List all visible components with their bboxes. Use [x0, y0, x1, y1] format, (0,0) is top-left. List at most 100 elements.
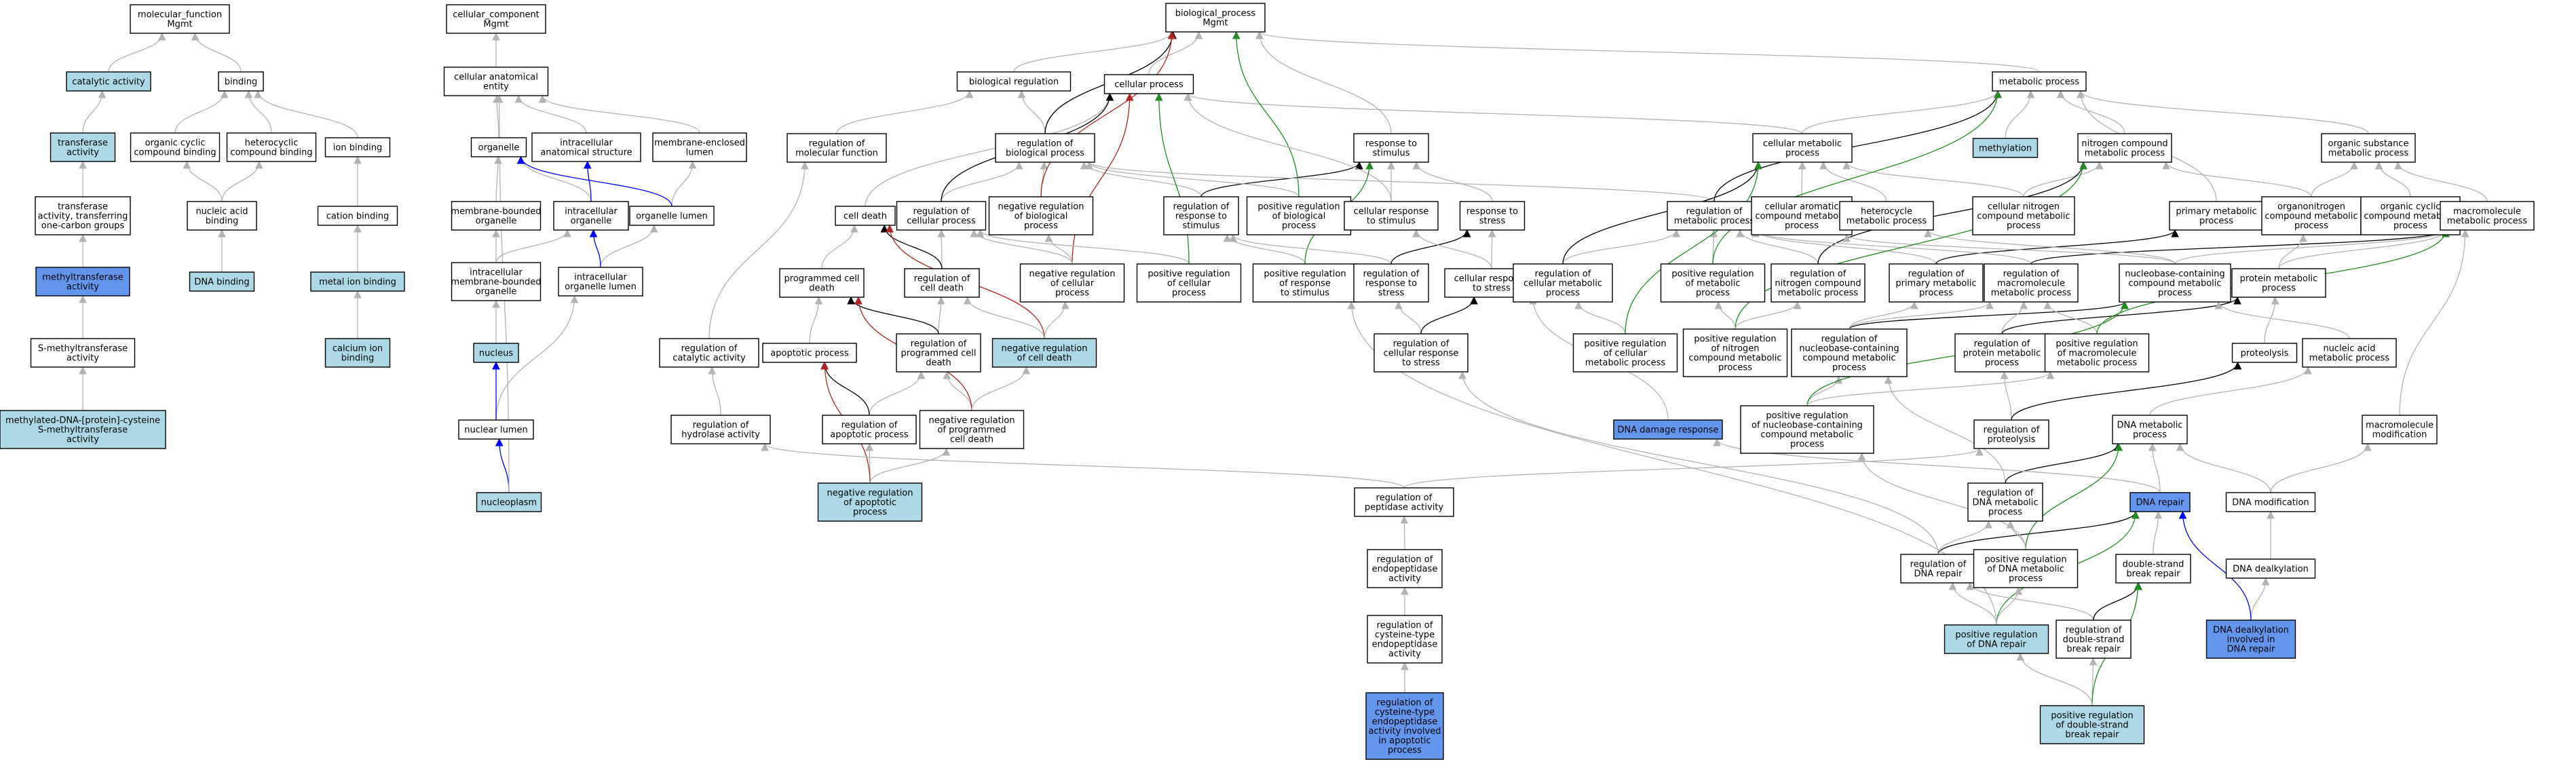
node-dnab[interactable]: DNA binding	[189, 271, 255, 292]
node-dnamod[interactable]: DNA modification	[2225, 492, 2316, 512]
node-metproc[interactable]: metabolic process	[1992, 71, 2087, 92]
node-nucleoplasm[interactable]: nucleoplasm	[476, 492, 542, 512]
node-catact[interactable]: catalytic activity	[66, 71, 151, 92]
node-dnadealk[interactable]: DNA dealkylation	[2225, 558, 2316, 579]
node-cationb[interactable]: cation binding	[317, 206, 398, 226]
node-nuclum[interactable]: nuclear lumen	[458, 419, 534, 440]
node-nucleus[interactable]: nucleus	[473, 343, 519, 363]
node-ionb[interactable]: ion binding	[324, 137, 391, 157]
node-dnadamage[interactable]: DNA damage response	[1613, 419, 1723, 440]
node-celldeath[interactable]: cell death	[835, 206, 896, 226]
node-organelle[interactable]: organelle	[470, 137, 527, 157]
node-proteolysis[interactable]: proteolysis	[2231, 343, 2298, 363]
node-dnarepair[interactable]: DNA repair	[2129, 492, 2191, 512]
node-apoptotic[interactable]: apoptotic process	[762, 343, 857, 363]
node-cellproc[interactable]: cellular process	[1103, 74, 1194, 94]
node-orglum[interactable]: organelle lumen	[629, 206, 715, 226]
node-binding[interactable]: binding	[218, 71, 264, 92]
node-methylation[interactable]: methylation	[1972, 138, 2039, 158]
node-bioreg[interactable]: biological regulation	[956, 71, 1072, 92]
